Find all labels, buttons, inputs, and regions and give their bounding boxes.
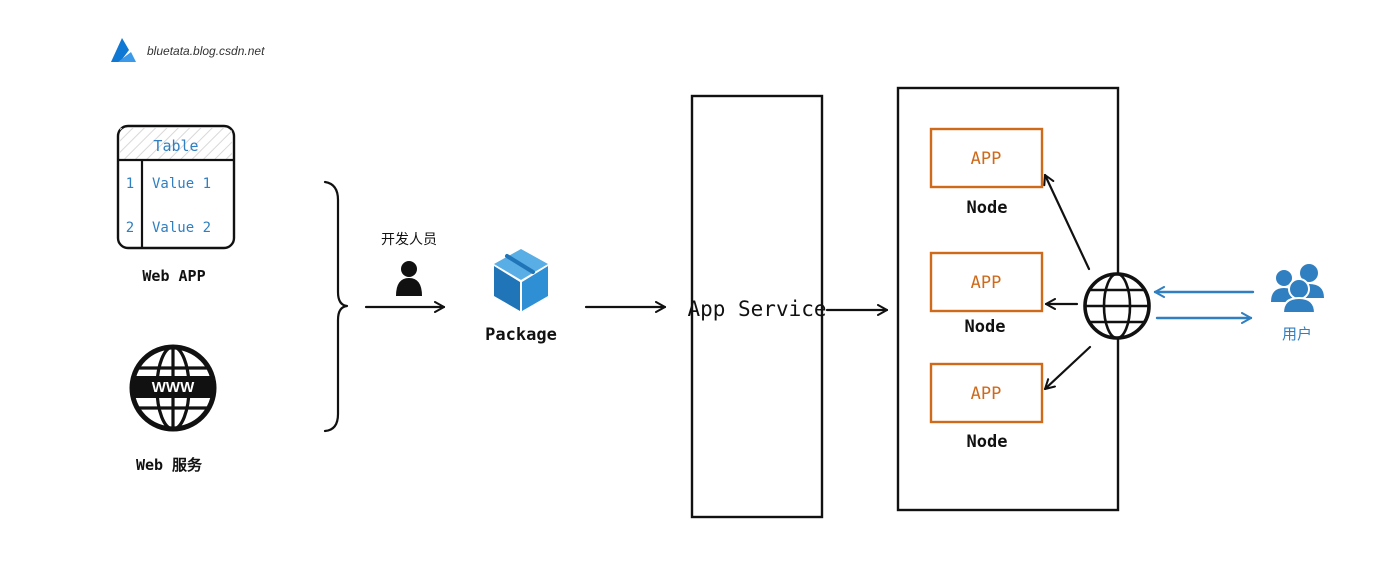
node-2-app-box: [929, 251, 1044, 313]
web-app-label: Web APP: [142, 267, 205, 285]
node-1-app-box: [929, 127, 1044, 189]
web-app-table-icon: Table 1 Value 1 2 Value 2: [116, 124, 236, 250]
package-box-icon: [494, 249, 548, 311]
package-label: Package: [485, 325, 557, 345]
table-row-2-value: Value 2: [152, 220, 211, 236]
www-globe-icon: WWW: [129, 344, 217, 432]
table-header: Table: [153, 137, 198, 155]
globe-icon: [1083, 272, 1151, 340]
arrow-globe-to-node-3: [1043, 345, 1092, 391]
node-1-label: Node: [967, 198, 1008, 218]
arrow-globe-to-node-1: [1043, 173, 1091, 271]
users-label: 用户: [1282, 325, 1312, 343]
node-3-app-box: [929, 362, 1044, 424]
developer-label: 开发人员: [381, 232, 437, 248]
table-row-1-index: 1: [126, 176, 134, 192]
node-1-app-label: APP: [971, 149, 1002, 169]
node-3-label: Node: [967, 432, 1008, 452]
node-2-app-label: APP: [971, 273, 1002, 293]
table-row-1-value: Value 1: [152, 176, 211, 192]
app-service-label: App Service: [687, 297, 826, 321]
app-service-box: [690, 94, 824, 519]
users-group-icon: [1271, 264, 1324, 314]
watermark-text: bluetata.blog.csdn.net: [147, 44, 265, 58]
web-service-label: Web 服务: [136, 456, 203, 474]
table-row-2-index: 2: [126, 220, 134, 236]
node-3-app-label: APP: [971, 384, 1002, 404]
watermark: bluetata.blog.csdn.net: [111, 38, 265, 62]
www-badge: WWW: [152, 379, 195, 396]
grouping-brace: [323, 180, 349, 433]
node-2-label: Node: [965, 317, 1006, 337]
azure-logo-icon: [111, 38, 136, 62]
person-icon: [396, 261, 422, 296]
